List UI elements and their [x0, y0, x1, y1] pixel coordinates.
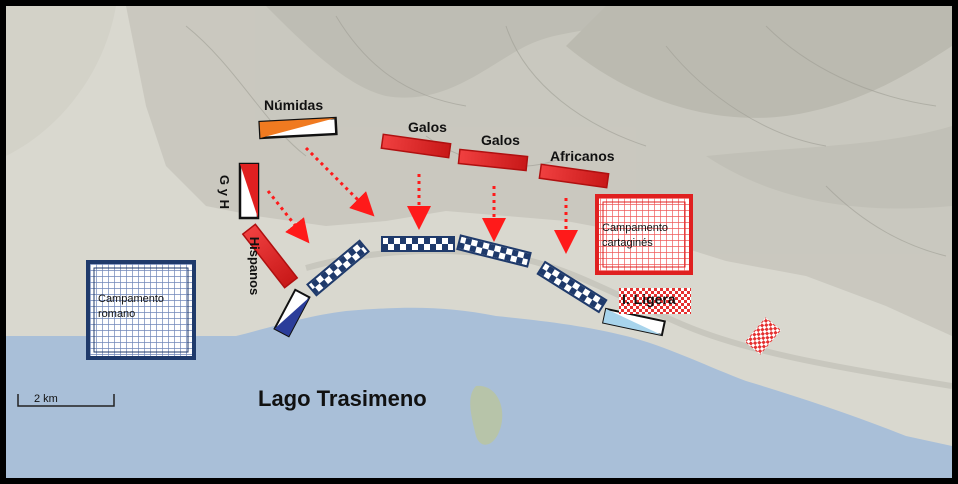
numidas-label: Númidas	[264, 97, 323, 113]
scale-bar: 2 km	[17, 393, 115, 407]
map-canvas: 2 km Lago Trasimeno Campamento romano Ca…	[6, 6, 952, 478]
hill-relief	[6, 6, 952, 336]
roman-unit-2	[381, 236, 455, 252]
galos-2-unit: Galos	[457, 132, 529, 172]
hispanos-unit: Hispanos	[241, 223, 299, 296]
gyh-label: G y H	[217, 175, 232, 209]
galos-2-label: Galos	[481, 132, 520, 148]
roman-column	[306, 234, 608, 314]
numidian-unit: Númidas	[258, 97, 338, 140]
island	[470, 385, 503, 445]
roman-camp-line1: Campamento	[98, 293, 164, 305]
carthaginian-camp-line1: Campamento	[602, 222, 668, 234]
light-infantry-unit: I. Ligera	[619, 288, 691, 314]
arrow-numidas	[304, 146, 375, 217]
galos-1-label: Galos	[408, 119, 447, 135]
roman-unit-3	[456, 234, 532, 268]
ligera-label: I. Ligera	[622, 291, 676, 307]
africanos-label: Africanos	[550, 148, 615, 164]
arrow-gyh	[266, 190, 310, 244]
light-blue-unit	[602, 307, 666, 337]
hispanos-label: Hispanos	[247, 237, 262, 296]
galos-1-unit: Galos	[380, 119, 452, 159]
terrain-ridges	[185, 15, 947, 257]
carthaginian-camp: Campamento cartaginés	[595, 194, 693, 275]
roman-unit-4	[536, 260, 608, 314]
battle-map: 2 km Lago Trasimeno Campamento romano Ca…	[6, 6, 952, 478]
gyh-unit: G y H	[217, 162, 260, 220]
dotted-red-patch	[745, 317, 781, 355]
attack-arrows	[266, 146, 578, 254]
carthaginian-camp-line2: cartaginés	[602, 237, 653, 249]
roman-vanguard	[273, 288, 311, 338]
roman-camp: Campamento romano	[86, 260, 196, 360]
africanos-unit: Africanos	[538, 148, 615, 189]
roman-unit-1	[306, 239, 370, 297]
lake-label: Lago Trasimeno	[258, 386, 427, 411]
scale-label: 2 km	[34, 393, 58, 405]
roman-camp-line2: romano	[98, 308, 135, 320]
